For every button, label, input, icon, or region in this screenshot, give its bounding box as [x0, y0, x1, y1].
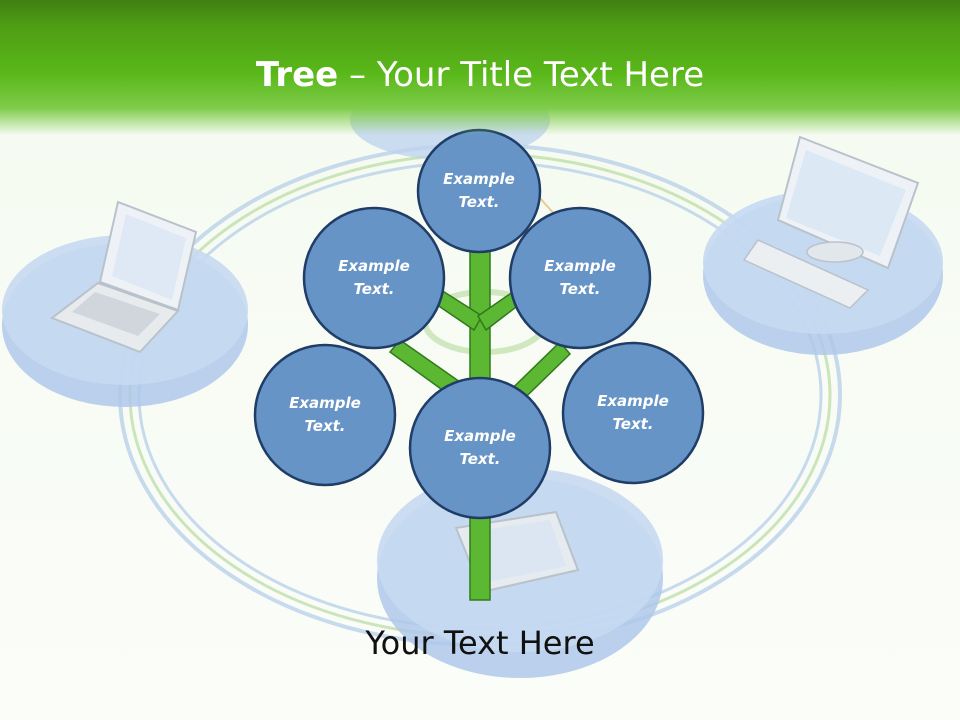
node-label-line2: Text.: [559, 280, 601, 298]
title-rest: Your Title Text Here: [376, 55, 705, 95]
node-label-line2: Text.: [458, 193, 500, 211]
node-top-label: Example Text.: [424, 168, 534, 214]
node-label-line1: Example: [544, 257, 616, 275]
laptop-icon: [2, 200, 248, 407]
node-label-line2: Text.: [612, 415, 654, 433]
node-label-line2: Text.: [353, 280, 395, 298]
node-lower-left: [253, 343, 397, 487]
node-center: [408, 376, 552, 520]
tree-nodes: [253, 128, 705, 520]
node-label-line2: Text.: [304, 417, 346, 435]
slide-title: Tree – Your Title Text Here: [0, 50, 960, 100]
node-upper-right: [508, 206, 652, 350]
node-upper-left-label: Example Text.: [319, 255, 429, 301]
node-lower-right: [561, 341, 705, 485]
node-lower-left-label: Example Text.: [270, 392, 380, 438]
node-label-line1: Example: [338, 257, 410, 275]
title-bar: [0, 0, 960, 135]
title-bold: Tree: [255, 55, 339, 95]
node-label-line2: Text.: [459, 450, 501, 468]
node-lower-right-label: Example Text.: [578, 390, 688, 436]
node-label-line1: Example: [444, 427, 516, 445]
node-center-label: Example Text.: [425, 425, 535, 471]
node-label-line1: Example: [597, 392, 669, 410]
node-upper-left: [302, 206, 446, 350]
node-label-line1: Example: [443, 170, 515, 188]
node-label-line1: Example: [289, 394, 361, 412]
node-upper-right-label: Example Text.: [525, 255, 635, 301]
desktop-computer-icon: [703, 135, 943, 355]
footer-text: Your Text Here: [365, 624, 595, 662]
title-dash: –: [338, 55, 377, 95]
